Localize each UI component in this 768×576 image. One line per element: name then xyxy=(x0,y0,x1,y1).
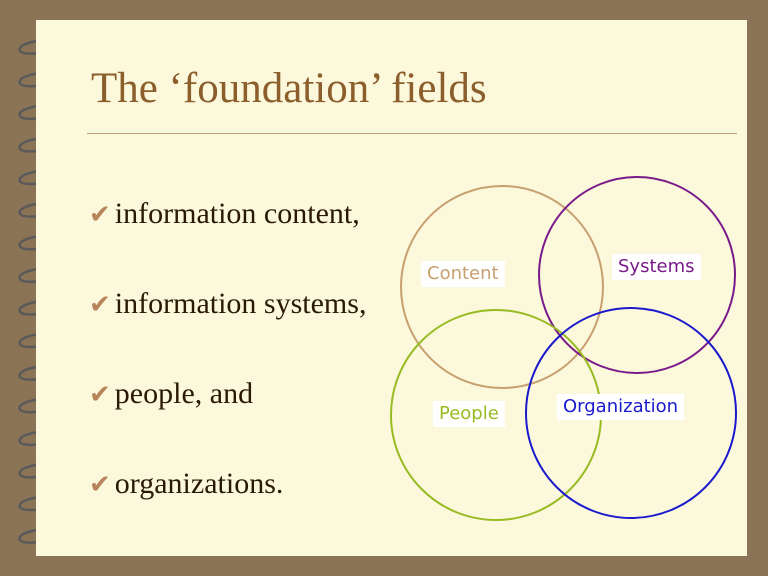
bullet-text: information systems, xyxy=(114,287,367,320)
systems-circle xyxy=(538,176,736,374)
slide-page: The ‘foundation’ fields ✔information con… xyxy=(36,20,747,556)
bullet-list: ✔information content, ✔information syste… xyxy=(89,192,366,552)
content-circle xyxy=(400,185,604,389)
bullet-item: ✔organizations. xyxy=(89,462,366,552)
bullet-text: people, and xyxy=(114,377,254,410)
bullet-item: ✔people, and xyxy=(89,372,366,462)
bullet-text: organizations. xyxy=(114,467,284,500)
bullet-text: information content, xyxy=(114,197,360,230)
organization-label: Organization xyxy=(557,394,685,420)
systems-label: Systems xyxy=(612,254,701,280)
bullet-item: ✔information content, xyxy=(89,192,366,282)
title-divider xyxy=(87,133,737,134)
content-label: Content xyxy=(421,261,505,287)
people-label: People xyxy=(433,401,505,427)
bullet-item: ✔information systems, xyxy=(89,282,366,372)
checkmark-icon: ✔ xyxy=(89,380,111,410)
checkmark-icon: ✔ xyxy=(89,290,111,320)
checkmark-icon: ✔ xyxy=(89,200,111,230)
organization-circle xyxy=(525,307,737,519)
slide-title: The ‘foundation’ fields xyxy=(91,65,487,112)
checkmark-icon: ✔ xyxy=(89,470,111,500)
